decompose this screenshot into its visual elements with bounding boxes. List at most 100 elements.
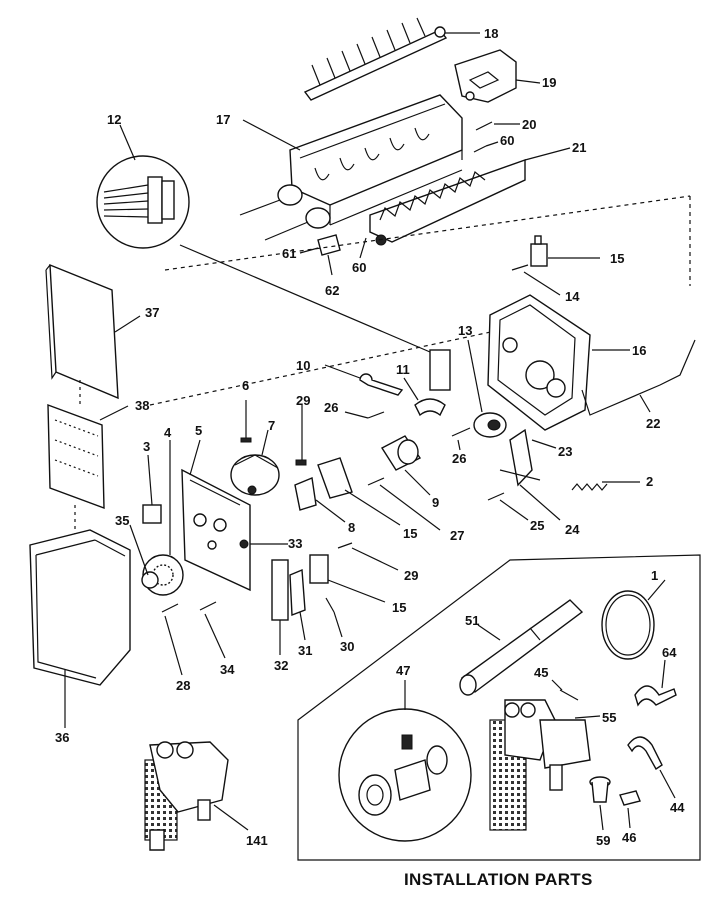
insert-59 <box>589 776 611 803</box>
leader-34 <box>204 613 226 659</box>
clip-44 <box>627 736 663 771</box>
screw-29b <box>337 542 353 549</box>
leader-10 <box>324 364 361 379</box>
callout-26a: 26 <box>324 400 338 415</box>
leader-9 <box>404 469 431 496</box>
clip-61 <box>317 234 341 256</box>
callout-37: 37 <box>145 305 159 320</box>
leader-27 <box>379 484 441 531</box>
leader-55 <box>574 715 601 719</box>
leader-23 <box>531 439 557 449</box>
callout-6: 6 <box>242 378 249 393</box>
leader-30 <box>333 611 343 638</box>
leader-35 <box>129 524 149 576</box>
wiring-harness-detail <box>96 155 190 249</box>
front-cover-36 <box>29 529 131 686</box>
installation-parts-box <box>297 554 701 861</box>
leader-17 <box>242 119 301 151</box>
insulator-3 <box>142 504 162 524</box>
callout-45: 45 <box>534 665 548 680</box>
lever-8 <box>294 477 317 511</box>
leader-60b <box>359 237 367 259</box>
callout-44: 44 <box>670 800 685 815</box>
mounting-plate-5 <box>181 468 251 592</box>
callout-34: 34 <box>220 662 235 677</box>
spring-2 <box>571 483 608 491</box>
callout-47: 47 <box>396 663 410 678</box>
callout-27: 27 <box>450 528 464 543</box>
instruction-sheet-38 <box>47 403 105 510</box>
arm-24 <box>499 469 541 481</box>
callout-2: 2 <box>646 474 653 489</box>
screw-30 <box>325 597 335 613</box>
leader-46 <box>627 807 631 829</box>
callout-29b: 29 <box>404 568 418 583</box>
pin-33 <box>239 539 249 549</box>
callout-35: 35 <box>115 513 129 528</box>
callout-24: 24 <box>565 522 580 537</box>
callout-26b: 26 <box>452 451 466 466</box>
clamp-ring-1 <box>601 590 655 660</box>
leader-3 <box>147 454 153 506</box>
leader-45 <box>551 679 563 691</box>
leader-15c <box>327 579 386 603</box>
callout-7: 7 <box>268 418 275 433</box>
callout-28: 28 <box>176 678 190 693</box>
callout-60b: 60 <box>352 260 366 275</box>
callout-1: 1 <box>651 568 658 583</box>
callout-labels: 18 19 20 17 12 60 21 61 60 62 15 14 37 1… <box>55 26 685 848</box>
ejector-part <box>303 17 448 101</box>
callout-22: 22 <box>646 416 660 431</box>
callout-15c: 15 <box>392 600 406 615</box>
bracket-32 <box>271 559 289 621</box>
leader-141 <box>213 804 249 831</box>
leader-38 <box>99 405 129 421</box>
callout-17: 17 <box>216 112 230 127</box>
screw-14 <box>511 264 529 271</box>
callout-55: 55 <box>602 710 616 725</box>
plug-parts <box>239 184 331 241</box>
callout-61: 61 <box>282 246 296 261</box>
callout-30: 30 <box>340 639 354 654</box>
callout-36: 36 <box>55 730 69 745</box>
callout-9: 9 <box>432 495 439 510</box>
callout-5: 5 <box>195 423 202 438</box>
callout-46: 46 <box>622 830 636 845</box>
screw-27 <box>367 477 385 486</box>
motor-13 <box>473 412 507 438</box>
callout-38: 38 <box>135 398 149 413</box>
ejector-comb-21 <box>369 159 526 243</box>
callout-13: 13 <box>458 323 472 338</box>
fill-tube-51 <box>459 599 584 696</box>
leader-60a <box>485 141 499 147</box>
leader-61 <box>299 247 319 254</box>
shutoff-arm-22 <box>581 339 696 416</box>
clamp-64 <box>634 685 677 707</box>
leader-13 <box>467 339 483 413</box>
leader-26a <box>344 411 369 419</box>
callout-11: 11 <box>396 362 410 377</box>
callout-19: 19 <box>542 75 556 90</box>
bracket-31 <box>289 568 306 617</box>
dashed-outline <box>149 195 691 406</box>
callout-51: 51 <box>465 613 479 628</box>
water-valve-141 <box>144 741 229 851</box>
leader-7 <box>261 429 269 456</box>
callout-60a: 60 <box>500 133 514 148</box>
instruction-sheet-37 <box>45 263 119 400</box>
callout-14: 14 <box>565 289 580 304</box>
link-10 <box>359 373 404 396</box>
leader-59 <box>599 804 604 831</box>
callout-12: 12 <box>107 112 121 127</box>
callout-18: 18 <box>484 26 498 41</box>
leader-28 <box>164 615 183 676</box>
screw-45 <box>559 689 579 701</box>
callout-20: 20 <box>522 117 536 132</box>
callout-141: 141 <box>246 833 268 848</box>
screw-28 <box>161 603 179 613</box>
leader-22 <box>639 394 651 413</box>
connector-11 <box>429 349 451 391</box>
harness-guide-line <box>179 244 431 353</box>
leader-62 <box>327 254 333 276</box>
